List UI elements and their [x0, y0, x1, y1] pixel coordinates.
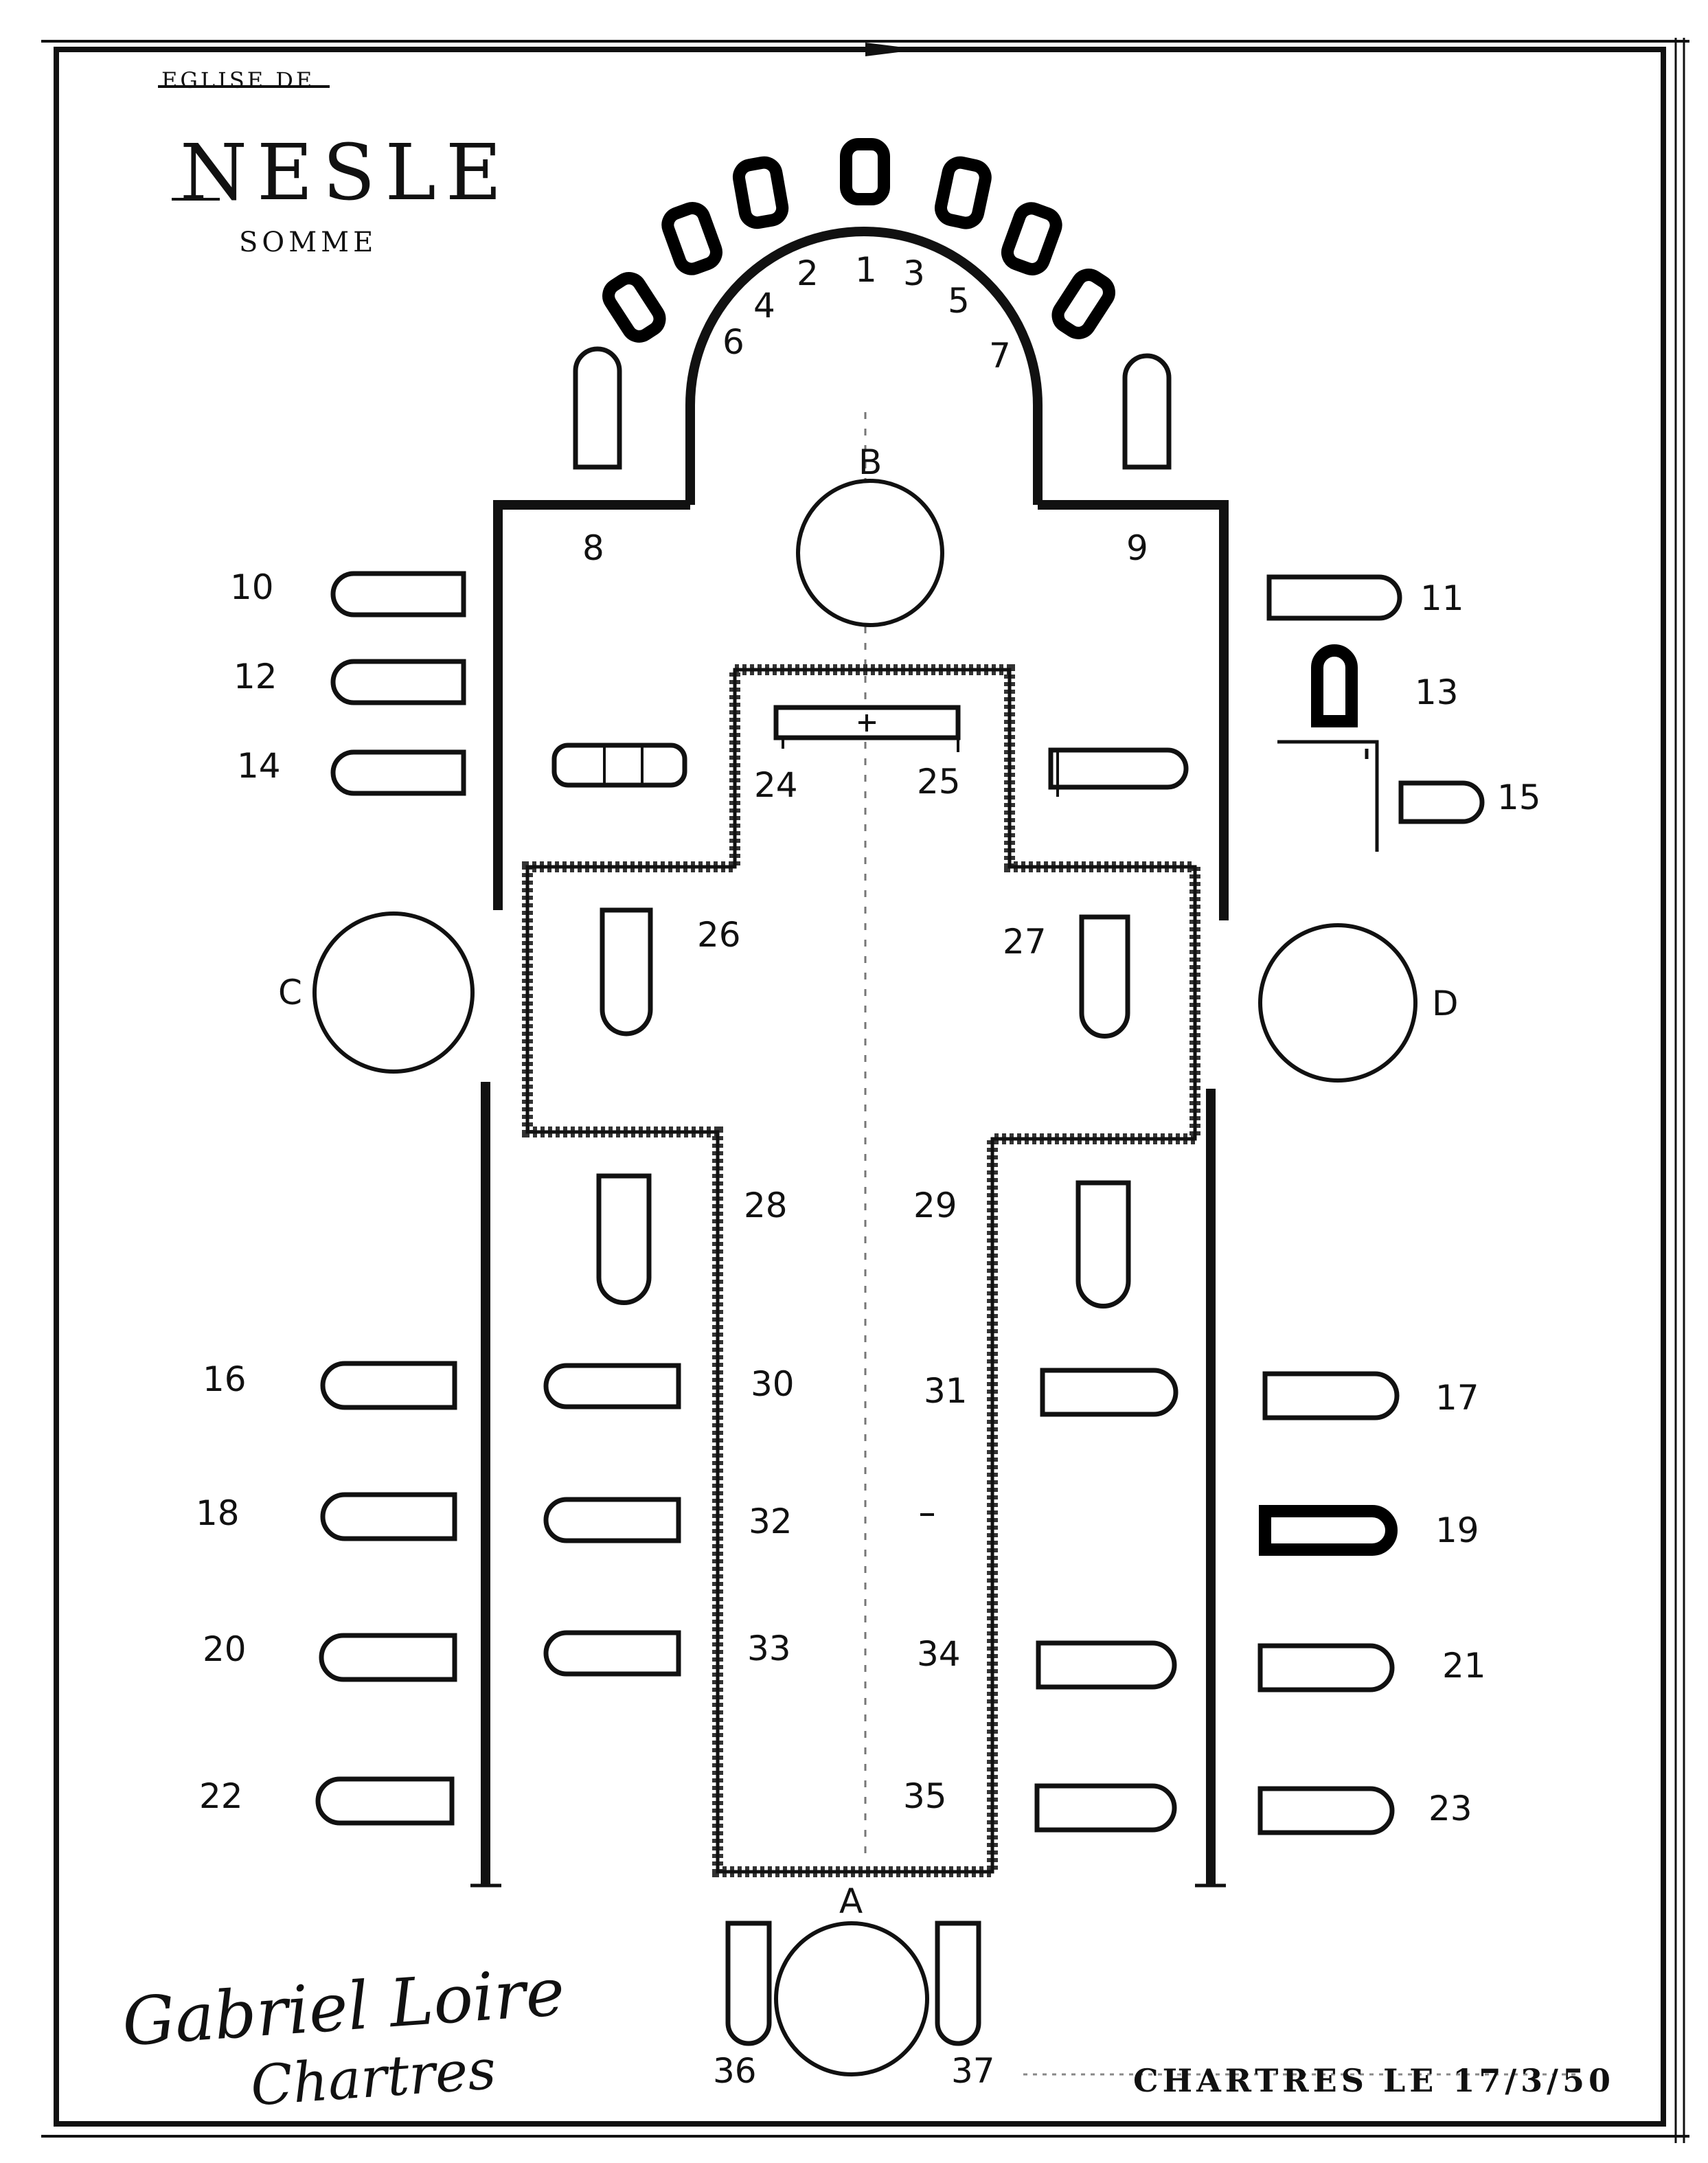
apse-window-g[interactable]	[1051, 269, 1115, 339]
inner-cross	[522, 664, 1200, 1877]
window-label-37: 37	[951, 2051, 995, 2091]
place-date-text: CHARTRES LE 17/3/50	[1133, 2062, 1615, 2099]
rose-window-a[interactable]	[774, 1921, 929, 2076]
window-label-36: 36	[713, 2051, 757, 2091]
window-label-30: 30	[751, 1364, 795, 1404]
apse-window-a[interactable]	[602, 272, 666, 343]
window-label-31: 31	[924, 1371, 968, 1411]
rose-window-b[interactable]	[796, 479, 944, 627]
window-label-35: 35	[903, 1776, 947, 1816]
window-label-10: 10	[230, 567, 274, 607]
window-label-26: 26	[697, 915, 741, 955]
window-34[interactable]	[1036, 1640, 1177, 1690]
window-label-14: 14	[237, 746, 281, 786]
window-label-15: 15	[1497, 778, 1541, 817]
window-37[interactable]	[935, 1921, 981, 2046]
window-31[interactable]	[1040, 1368, 1178, 1417]
window-label-13: 13	[1415, 672, 1459, 712]
rose-window-d[interactable]	[1258, 923, 1417, 1083]
window-choir-inner-left[interactable]	[551, 743, 687, 788]
window-32[interactable]	[543, 1497, 681, 1543]
rose-label-d: D	[1432, 984, 1459, 1023]
window-28[interactable]	[596, 1173, 652, 1305]
apse-window-d[interactable]	[840, 138, 890, 205]
window-26[interactable]	[600, 907, 653, 1037]
window-label-17: 17	[1435, 1378, 1479, 1418]
apse-label-4: 4	[753, 286, 775, 326]
window-label-25: 25	[917, 762, 961, 802]
window-17[interactable]	[1262, 1371, 1400, 1420]
apse-window-c[interactable]	[732, 156, 789, 229]
window-23[interactable]	[1257, 1786, 1395, 1835]
apse-label-2: 2	[797, 253, 819, 293]
window-label-9: 9	[1126, 528, 1148, 568]
apse-label-3: 3	[903, 253, 925, 293]
window-20[interactable]	[319, 1633, 457, 1682]
outer-walls	[470, 227, 1229, 1888]
apse-label-6: 6	[722, 322, 744, 362]
apse-window-group	[602, 138, 1115, 343]
sheet-frame	[41, 38, 1689, 2143]
apse-window-b[interactable]	[661, 202, 722, 275]
heading-text: EGLISE DE	[161, 67, 315, 93]
window-27[interactable]	[1079, 914, 1130, 1039]
department-text: SOMME	[239, 227, 377, 258]
apse-label-1: 1	[855, 250, 877, 290]
apse-label-7: 7	[989, 336, 1011, 376]
window-30[interactable]	[543, 1363, 681, 1409]
signature-line-1: Gabriel Loire	[119, 1954, 567, 2061]
window-label-20: 20	[203, 1629, 247, 1669]
window-10[interactable]	[330, 571, 466, 618]
rose-label-b: B	[858, 442, 882, 482]
window-16[interactable]	[320, 1361, 457, 1410]
window-21[interactable]	[1257, 1643, 1395, 1692]
window-label-34: 34	[917, 1634, 961, 1674]
window-35[interactable]	[1034, 1783, 1177, 1833]
apse-window-e[interactable]	[934, 156, 992, 229]
window-label-33: 33	[747, 1629, 791, 1668]
rose-label-a: A	[839, 1881, 863, 1921]
window-label-27: 27	[1003, 922, 1047, 962]
window-choir-inner-right[interactable]	[1048, 747, 1189, 790]
window-label-22: 22	[199, 1776, 243, 1816]
window-11[interactable]	[1266, 574, 1402, 621]
window-label-32: 32	[749, 1502, 793, 1541]
rose-window-c[interactable]	[312, 911, 475, 1074]
apse-window-f[interactable]	[1001, 202, 1062, 275]
window-36[interactable]	[725, 1921, 772, 2046]
window-label-24: 24	[754, 765, 798, 805]
window-label-29: 29	[913, 1186, 957, 1225]
window-apse-side-left[interactable]	[573, 346, 622, 470]
window-22[interactable]	[315, 1776, 455, 1826]
window-13[interactable]	[1311, 644, 1358, 727]
window-label-19: 19	[1435, 1510, 1479, 1550]
window-19[interactable]	[1259, 1505, 1398, 1556]
window-label-11: 11	[1420, 578, 1464, 618]
window-label-12: 12	[234, 657, 277, 697]
window-18[interactable]	[320, 1492, 457, 1541]
rose-label-c: C	[278, 973, 302, 1012]
window-label-8: 8	[582, 528, 604, 568]
apse-label-5: 5	[948, 281, 970, 321]
signature: Gabriel Loire Chartres	[119, 1954, 567, 2118]
window-label-21: 21	[1442, 1646, 1486, 1686]
window-label-23: 23	[1428, 1789, 1472, 1828]
window-12[interactable]	[330, 659, 466, 705]
window-label-16: 16	[203, 1359, 247, 1399]
window-29[interactable]	[1075, 1180, 1131, 1309]
window-15[interactable]	[1398, 780, 1485, 824]
window-33[interactable]	[543, 1630, 681, 1677]
window-apse-side-right[interactable]	[1122, 353, 1172, 470]
town-title: NESLE	[180, 128, 512, 218]
window-label-18: 18	[196, 1493, 240, 1533]
window-label-28: 28	[744, 1186, 788, 1225]
window-14[interactable]	[330, 749, 466, 796]
